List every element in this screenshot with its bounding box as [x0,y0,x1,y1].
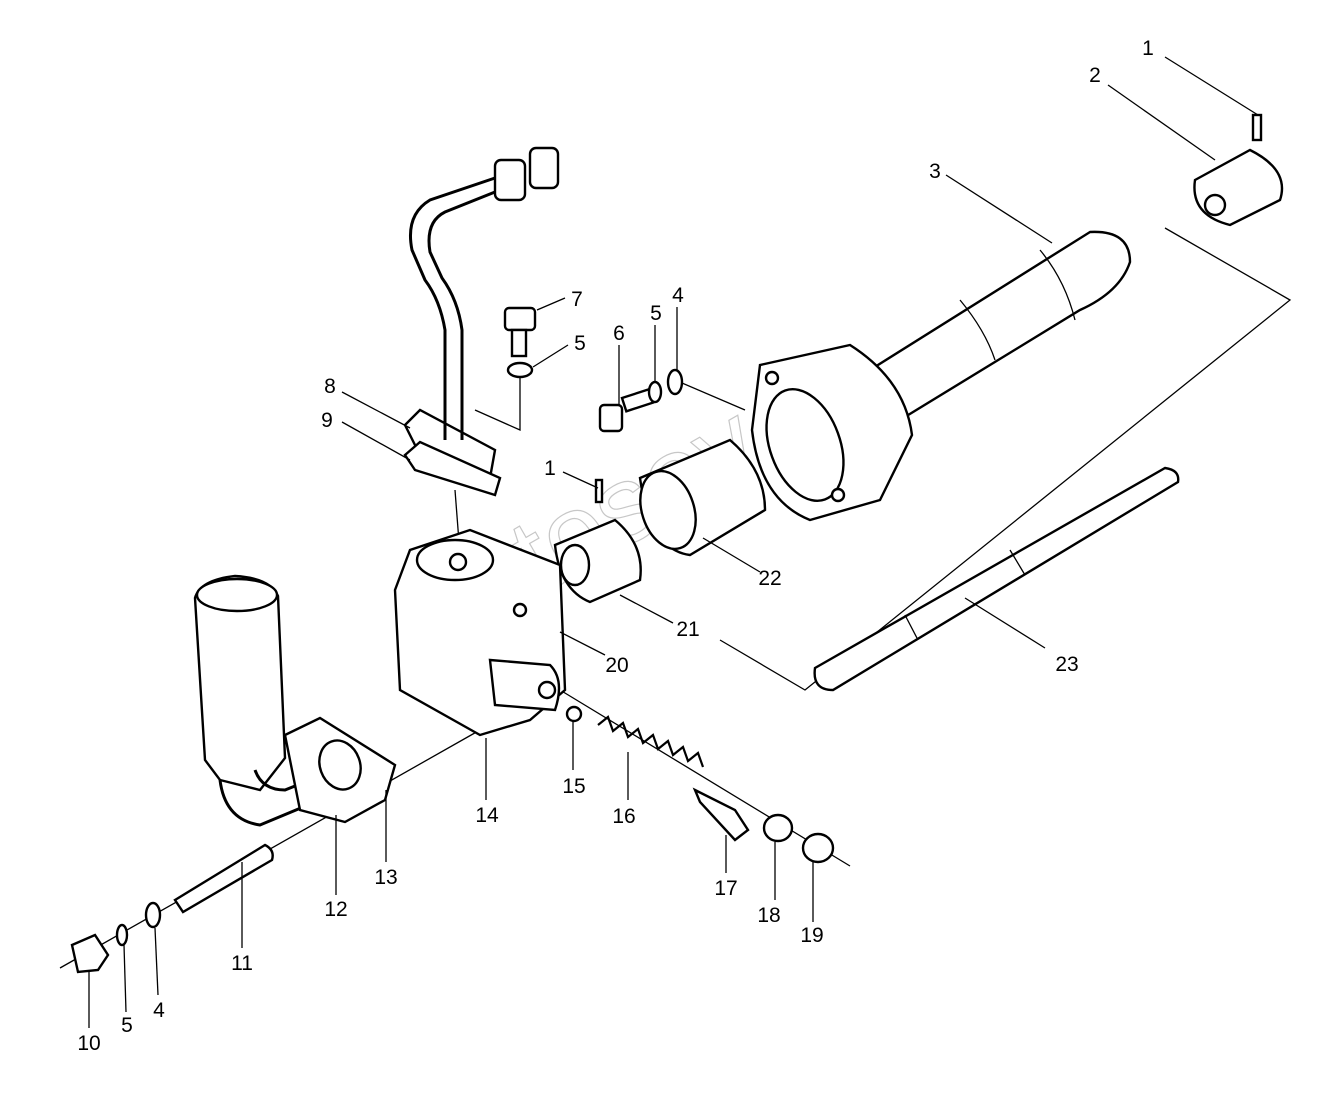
leader-lines [88,56,1259,1028]
part-12-13-flange-gasket [283,716,397,824]
part-23-pump-shaft [813,466,1180,692]
oil-delivery-tube [409,146,560,440]
part-19-cap-nut [801,832,835,864]
part-22-outer-rotor [638,438,767,557]
callout-3: 3 [929,160,941,183]
part-18-nut [762,813,794,843]
callout-15: 15 [562,775,585,798]
callout-5-mid: 5 [650,302,662,325]
callout-17: 17 [714,877,737,900]
part-8-9-tube-flange [403,408,502,497]
part-16-spring [597,715,705,768]
callout-4-upper: 4 [672,284,684,307]
part-10-nut [70,933,110,974]
part-11-stud [173,843,274,914]
part-5-lock-washer-lower [115,923,129,947]
callout-9: 9 [321,409,333,432]
callout-16: 16 [612,805,635,828]
callout-20: 20 [605,654,628,677]
callout-18: 18 [757,904,780,927]
part-4-washer [666,368,684,396]
callout-4-lower: 4 [153,999,165,1022]
part-14-pump-body [393,528,567,737]
callout-23: 23 [1055,653,1078,676]
part-5-lock-washer [647,380,663,404]
callout-22: 22 [758,567,781,590]
part-5-washer-upper [506,361,534,379]
part-1-pin-rotor [594,478,604,504]
callout-labels: 1 2 3 7 5 6 5 4 8 9 1 22 21 20 23 14 15 … [77,37,1154,1055]
callout-6: 6 [613,322,625,345]
callout-11: 11 [231,952,253,975]
callout-8: 8 [324,375,336,398]
callout-21: 21 [676,618,699,641]
part-3-drive-shaft-housing [750,230,1132,522]
part-1-pin-top [1251,113,1263,142]
part-2-drive-gear [1193,148,1284,227]
callout-19: 19 [800,924,823,947]
part-20-plug [512,602,528,618]
callout-5-upper: 5 [574,332,586,355]
callout-5-lower: 5 [121,1014,133,1037]
callout-7: 7 [571,288,583,311]
callout-2: 2 [1089,64,1101,87]
callout-10: 10 [77,1032,100,1055]
callout-13: 13 [374,866,397,889]
part-15-ball [565,705,583,723]
callout-12: 12 [324,898,347,921]
part-4-washer-lower [144,901,162,929]
part-17-valve-plunger [692,787,750,842]
callout-14: 14 [475,804,499,827]
callout-1-rotor: 1 [544,457,556,480]
part-7-bolt [503,306,537,358]
callout-1-top: 1 [1142,37,1154,60]
oil-strainer [193,574,321,827]
